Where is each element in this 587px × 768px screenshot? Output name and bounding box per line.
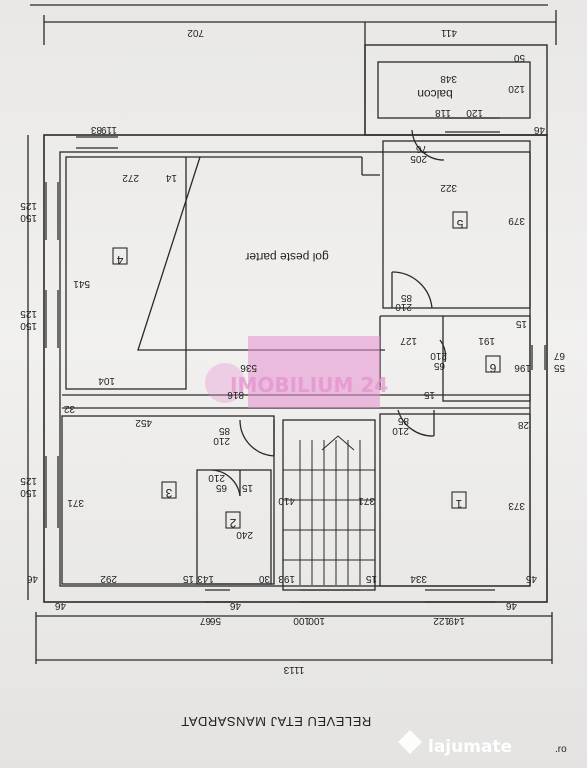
dim-win4-83: 83 bbox=[90, 124, 102, 135]
brand-suffix: .ro bbox=[555, 744, 567, 755]
dim-room3-452: 452 bbox=[135, 417, 152, 428]
dim-wall-46d: 46 bbox=[505, 600, 517, 611]
room-boxes bbox=[112, 211, 501, 529]
dim-room1-373: 373 bbox=[508, 500, 525, 511]
dim-bottom-122: 122 bbox=[433, 615, 450, 626]
dim-room2-143: 143 bbox=[197, 573, 214, 584]
dim-stairs-193: 193 bbox=[278, 573, 295, 584]
dim-room2-240: 240 bbox=[236, 529, 253, 540]
dim-left-150a: 150 bbox=[20, 212, 37, 223]
void-label: gol peste parter bbox=[245, 250, 328, 264]
dim-bottom-100a: 100 bbox=[308, 615, 325, 626]
dim-mid-816: 816 bbox=[227, 389, 244, 400]
dim-door1-210: 210 bbox=[392, 425, 409, 436]
dim-bottom-56: 56 bbox=[209, 615, 221, 626]
watermark-center-text: IMOBILIUM 24 bbox=[230, 373, 388, 397]
dim-room2-15a: 15 bbox=[241, 482, 253, 493]
dim-bottom-67: 67 bbox=[199, 615, 211, 626]
brand-watermark: lajumate .ro bbox=[398, 730, 567, 757]
dim-wall-45: 45 bbox=[525, 573, 537, 584]
dim-balcony-120: 120 bbox=[508, 83, 525, 94]
dim-balcony-120b: 120 bbox=[466, 107, 483, 118]
room-label-6: 6 bbox=[489, 361, 496, 375]
dim-room4-541: 541 bbox=[73, 278, 90, 289]
dim-room3-371: 371 bbox=[67, 497, 84, 508]
dim-left-125a: 125 bbox=[20, 200, 37, 211]
dim-door5-205: 205 bbox=[410, 153, 427, 164]
brand-heart-icon bbox=[398, 730, 422, 754]
dim-room6-191: 191 bbox=[478, 335, 495, 346]
dim-door3-210: 210 bbox=[213, 435, 230, 446]
dim-room1-28: 28 bbox=[517, 419, 529, 430]
dim-mid-15: 15 bbox=[423, 389, 435, 400]
dim-room3-292: 292 bbox=[100, 573, 117, 584]
dim-room4-104: 104 bbox=[98, 375, 115, 386]
dim-door-mid-210: 210 bbox=[395, 301, 412, 312]
dim-stairs-410: 410 bbox=[278, 495, 295, 506]
balcony-label: balcon bbox=[417, 87, 452, 101]
dim-room6-196: 196 bbox=[514, 362, 531, 373]
dim-left-150b: 150 bbox=[20, 320, 37, 331]
plan-linework bbox=[27, 4, 557, 664]
dim-door2-210: 210 bbox=[208, 472, 225, 483]
dim-door6-65: 65 bbox=[433, 360, 445, 371]
brand-name: lajumate bbox=[428, 737, 512, 757]
dim-door2-65: 65 bbox=[215, 482, 227, 493]
dim-corridor-127: 127 bbox=[400, 335, 417, 346]
dim-stairs-30: 30 bbox=[258, 573, 270, 584]
dim-door3-85: 85 bbox=[218, 425, 230, 436]
dim-wall-46a: 46 bbox=[26, 573, 38, 584]
dim-room1-15: 15 bbox=[365, 573, 377, 584]
dim-win6-55: 55 bbox=[553, 362, 565, 373]
stair-treads bbox=[283, 435, 375, 585]
dim-room5-322: 322 bbox=[440, 182, 457, 193]
dim-room2-15b: 15 bbox=[182, 573, 194, 584]
dim-room6-15: 15 bbox=[515, 318, 527, 329]
dim-left-125c: 125 bbox=[20, 475, 37, 486]
dim-room5-379: 379 bbox=[508, 215, 525, 226]
room-label-3: 3 bbox=[165, 486, 172, 500]
dim-wall-46b: 46 bbox=[54, 600, 66, 611]
dim-balcony-width: 348 bbox=[440, 73, 457, 84]
dim-door1-85: 85 bbox=[397, 415, 409, 426]
dim-balcony-50: 50 bbox=[513, 52, 525, 63]
dim-left-125b: 125 bbox=[20, 308, 37, 319]
dim-room1-334: 334 bbox=[410, 573, 427, 584]
dim-win4-119: 119 bbox=[101, 124, 117, 135]
dim-left-150c: 150 bbox=[20, 487, 37, 498]
room-label-2: 2 bbox=[229, 516, 236, 530]
watermark-logo-icon bbox=[205, 363, 245, 403]
dim-bottom-100b: 100 bbox=[293, 615, 310, 626]
dim-win6-67: 67 bbox=[553, 350, 565, 361]
dim-top-right: 411 bbox=[441, 27, 457, 38]
dim-wall-46c: 46 bbox=[229, 600, 241, 611]
dim-balcony-46: 46 bbox=[533, 124, 545, 135]
dim-room3-32: 32 bbox=[63, 403, 75, 414]
room-label-1: 1 bbox=[455, 497, 462, 511]
plan-title: RELEVEU ETAJ MANSARDAT bbox=[181, 714, 371, 729]
dim-stairs-371: 371 bbox=[358, 495, 375, 506]
room-label-5: 5 bbox=[456, 217, 463, 231]
dim-door-mid-85: 85 bbox=[400, 292, 412, 303]
dim-room4-536: 536 bbox=[240, 362, 257, 373]
room-label-4: 4 bbox=[116, 253, 123, 267]
watermark-banner bbox=[248, 336, 380, 408]
dim-balcony-118: 118 bbox=[435, 107, 451, 118]
dim-top-total: 702 bbox=[187, 27, 204, 38]
dim-room4-272: 272 bbox=[122, 172, 139, 183]
dim-room4-14: 14 bbox=[165, 172, 177, 183]
dim-door6-210: 210 bbox=[430, 350, 447, 361]
dim-bottom-total: 1113 bbox=[283, 664, 304, 675]
dim-door5-76: 76 bbox=[415, 143, 427, 154]
dim-bottom-149: 149 bbox=[448, 615, 465, 626]
